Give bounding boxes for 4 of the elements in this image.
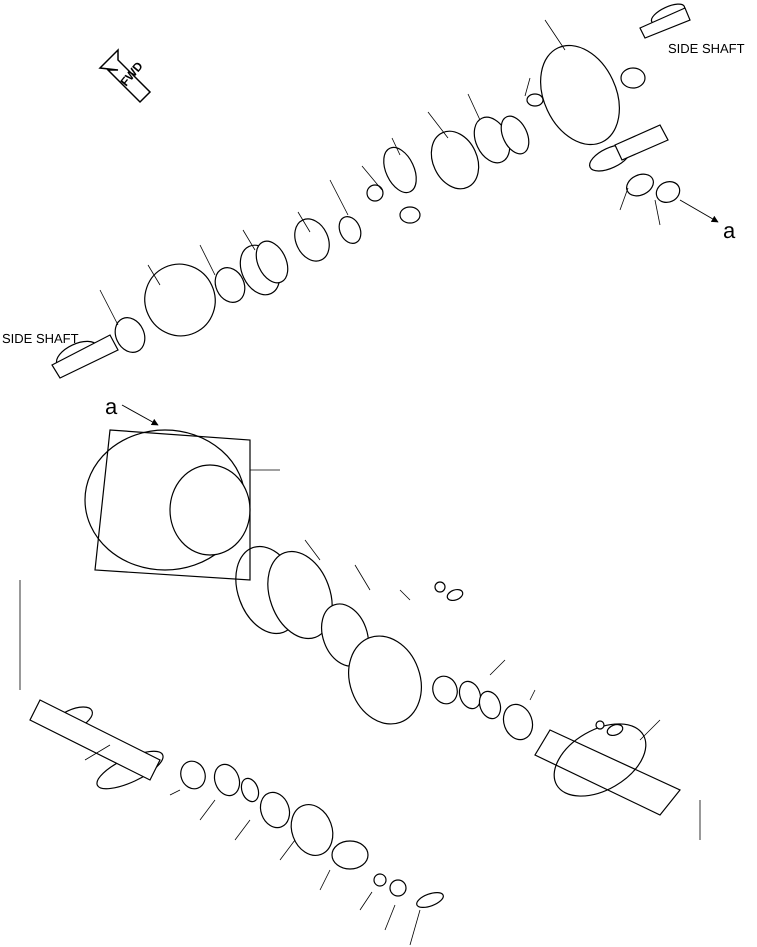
label-text: SIDE SHAFT — [2, 332, 79, 345]
label-text: SIDE SHAFT — [668, 42, 745, 55]
label-text: a — [723, 220, 736, 242]
label-text: a — [105, 396, 118, 418]
